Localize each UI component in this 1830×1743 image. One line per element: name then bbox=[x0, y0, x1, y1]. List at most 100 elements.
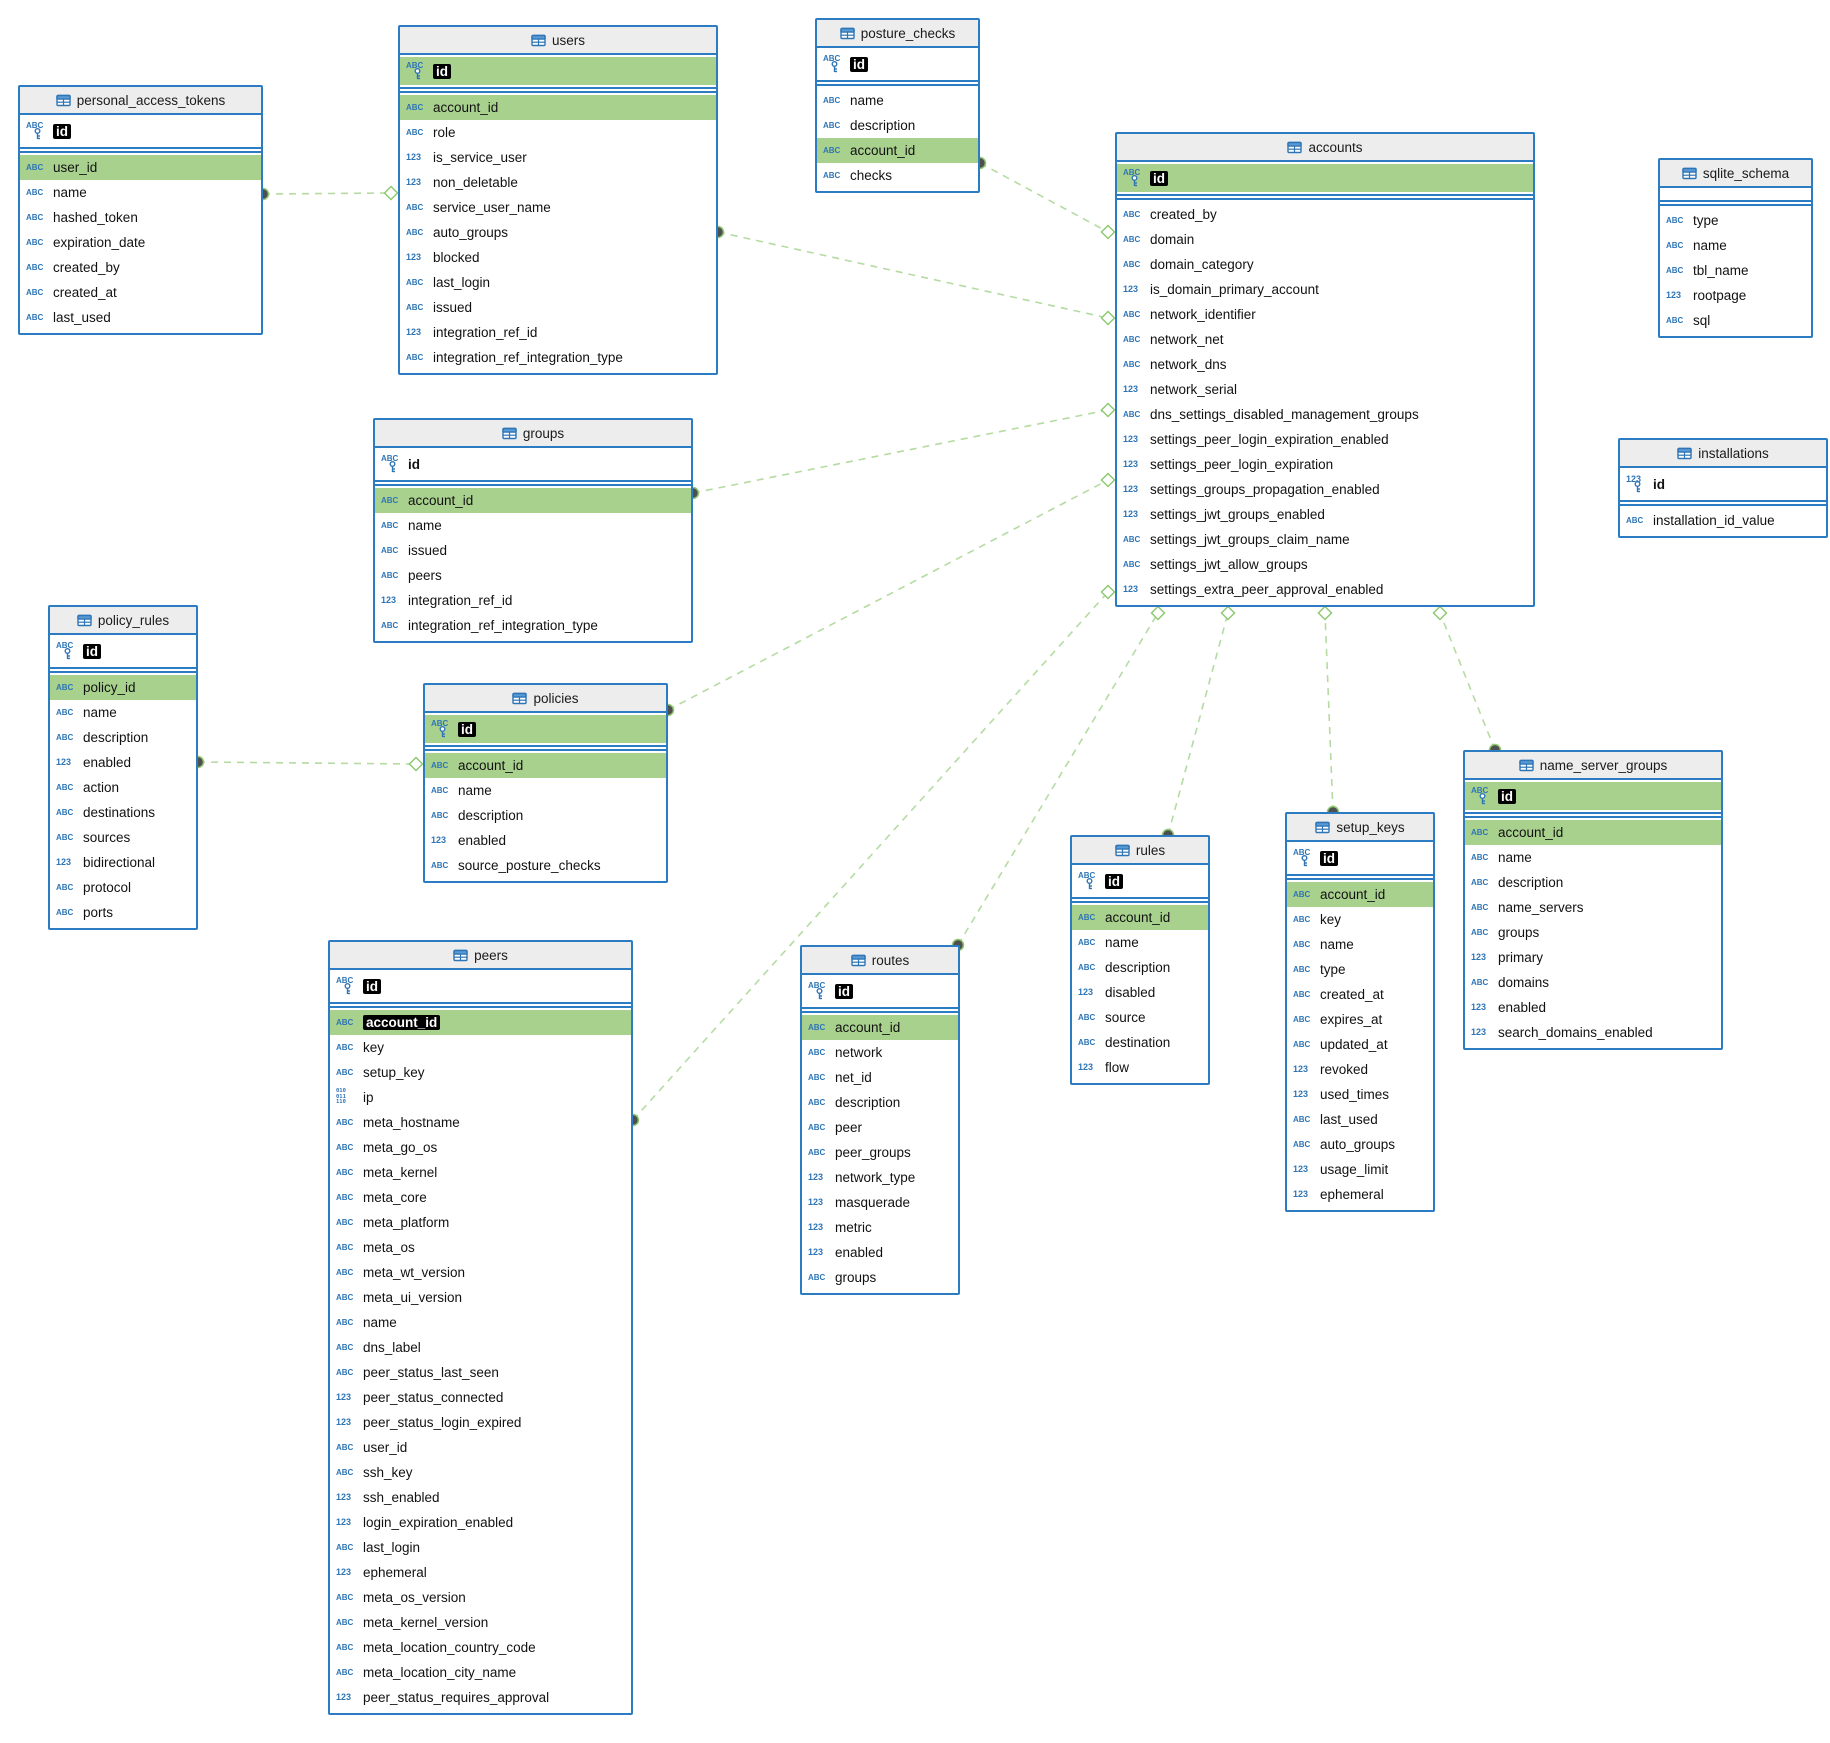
table-header-sqlite_schema[interactable]: sqlite_schema bbox=[1660, 160, 1811, 188]
table-header-personal_access_tokens[interactable]: personal_access_tokens bbox=[20, 87, 261, 115]
table-header-installations[interactable]: installations bbox=[1620, 440, 1826, 468]
table-header-setup_keys[interactable]: setup_keys bbox=[1287, 814, 1433, 842]
table-header-routes[interactable]: routes bbox=[802, 947, 958, 975]
table-header-peers[interactable]: peers bbox=[330, 942, 631, 970]
table-header-policy_rules[interactable]: policy_rules bbox=[50, 607, 196, 635]
table-header-name_server_groups[interactable]: name_server_groups bbox=[1465, 752, 1721, 780]
table-header-policies[interactable]: policies bbox=[425, 685, 666, 713]
table-header-users[interactable]: users bbox=[400, 27, 716, 55]
